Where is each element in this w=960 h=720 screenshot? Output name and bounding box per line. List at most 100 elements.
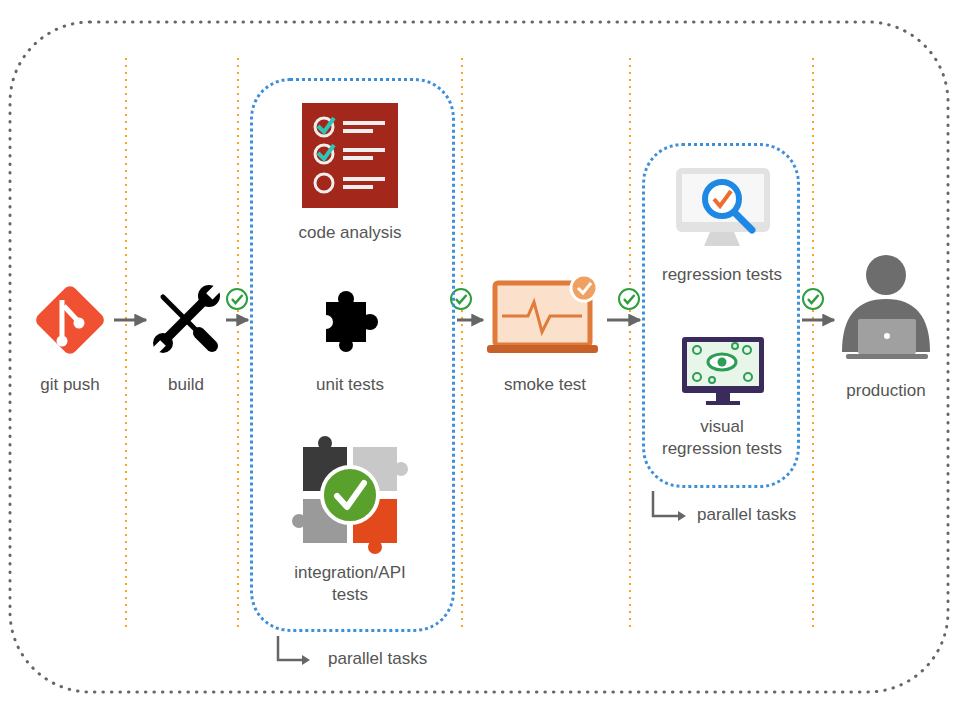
pass-check-badge (227, 289, 823, 309)
regression-monitor-icon (734, 212, 752, 230)
visual-regression-monitor-icon (709, 377, 715, 383)
git-logo (74, 318, 85, 329)
code-analysis-step: code analysis (290, 98, 410, 246)
parallel-group: parallel taskscode analysisunit testsint… (250, 78, 455, 632)
flow-arrow (802, 319, 834, 322)
git-logo (57, 336, 68, 347)
git-logo (64, 306, 77, 320)
stage-divider (461, 58, 463, 628)
integration-puzzle-icon (337, 483, 364, 507)
step-label: visual regression tests (660, 416, 784, 460)
puzzle-piece-icon (319, 315, 333, 329)
step-label: git push (10, 374, 130, 396)
smoke-test-step: smoke test (485, 278, 605, 398)
visual-regression-monitor-icon (682, 337, 764, 405)
integration-puzzle-icon (322, 467, 378, 523)
code-analysis-icon (315, 118, 333, 136)
parallel-bracket-arrow (653, 491, 678, 516)
regression-monitor-icon (676, 168, 770, 246)
git-push-step: git push (28, 280, 112, 398)
git-logo (33, 283, 107, 357)
pass-check-badge (227, 289, 247, 309)
visual-regression-monitor-icon (744, 373, 752, 381)
pass-check-badge (808, 295, 819, 303)
group-caption: parallel tasks (328, 648, 427, 670)
pass-check-badge (624, 295, 635, 303)
pass-check-badge (803, 289, 823, 309)
puzzle-piece-icon (338, 291, 354, 307)
regression-monitor-icon (682, 174, 764, 222)
outer-dotted-border (10, 22, 948, 692)
production-step: production (836, 250, 936, 405)
pass-check-badge (619, 289, 639, 309)
git-logo (60, 300, 65, 336)
parallel-bracket-arrow (278, 636, 302, 660)
unit-tests-step: unit tests (290, 285, 410, 397)
puzzle-piece-icon (339, 338, 353, 352)
integration-puzzle-icon (292, 436, 408, 554)
smoke-test-laptop-icon (487, 275, 598, 353)
pass-check-badge (456, 295, 467, 303)
step-label: build (126, 374, 246, 396)
code-analysis-icon (343, 177, 385, 181)
integration-puzzle-icon (292, 514, 306, 528)
smoke-test-laptop-icon (487, 345, 598, 353)
visual-regression-monitor-icon (693, 373, 701, 381)
stage-divider (629, 58, 631, 628)
build-tools-icon (152, 340, 166, 354)
regression-monitor-icon (704, 232, 740, 246)
smoke-test-laptop-icon (502, 302, 582, 332)
regression-monitor-icon (705, 182, 739, 216)
code-analysis-icon (343, 185, 373, 189)
build-tools-icon (166, 300, 205, 339)
integration-puzzle-icon (368, 540, 382, 554)
step-label: integration/API tests (285, 562, 415, 606)
smoke-test-laptop-icon (578, 283, 591, 293)
git-logo (33, 283, 107, 357)
visual-regression-monitor-icon (716, 393, 730, 401)
code-analysis-icon (315, 145, 333, 163)
flow-arrow (226, 319, 248, 322)
production-user-icon (858, 319, 916, 354)
visual-regression-monitor-icon (708, 354, 736, 370)
visual-regression-step: visual regression tests (662, 330, 782, 462)
flow-arrow (607, 319, 640, 322)
stage-divider (126, 58, 813, 628)
build-tools-icon (152, 285, 221, 355)
parallel-bracket-arrow (678, 511, 686, 521)
integration-tests-step: integration/API tests (280, 435, 420, 610)
visual-regression-monitor-icon (732, 343, 738, 349)
step-label: unit tests (275, 374, 425, 396)
regression-tests-step: regression tests (662, 160, 782, 288)
production-user-icon (866, 255, 906, 295)
build-tools-icon (199, 333, 212, 346)
step-label: code analysis (275, 222, 425, 244)
puzzle-piece-icon (362, 314, 378, 330)
stage-divider (812, 58, 814, 628)
code-analysis-icon (302, 103, 398, 208)
visual-regression-monitor-icon (687, 342, 759, 386)
step-label: smoke test (475, 374, 615, 396)
code-analysis-icon (302, 103, 398, 208)
code-analysis-icon (343, 148, 385, 152)
parallel-group: parallel tasksregression testsvisual reg… (642, 143, 800, 488)
code-analysis-icon (343, 121, 385, 125)
code-analysis-icon (318, 118, 334, 132)
visual-regression-monitor-icon (682, 337, 764, 393)
code-analysis-icon (343, 156, 373, 160)
flow-arrow (114, 319, 146, 322)
parallel-bracket-arrow (278, 491, 686, 665)
regression-monitor-icon (714, 191, 731, 206)
integration-puzzle-icon (394, 462, 408, 476)
parallel-bracket-arrow (302, 655, 310, 665)
puzzle-piece-icon (319, 291, 378, 352)
code-analysis-icon (343, 129, 373, 133)
integration-puzzle-icon (318, 436, 332, 450)
flow-arrow (457, 319, 483, 322)
visual-regression-monitor-icon (693, 346, 701, 354)
outer-dotted-border (10, 22, 948, 692)
stage-divider (125, 58, 127, 628)
